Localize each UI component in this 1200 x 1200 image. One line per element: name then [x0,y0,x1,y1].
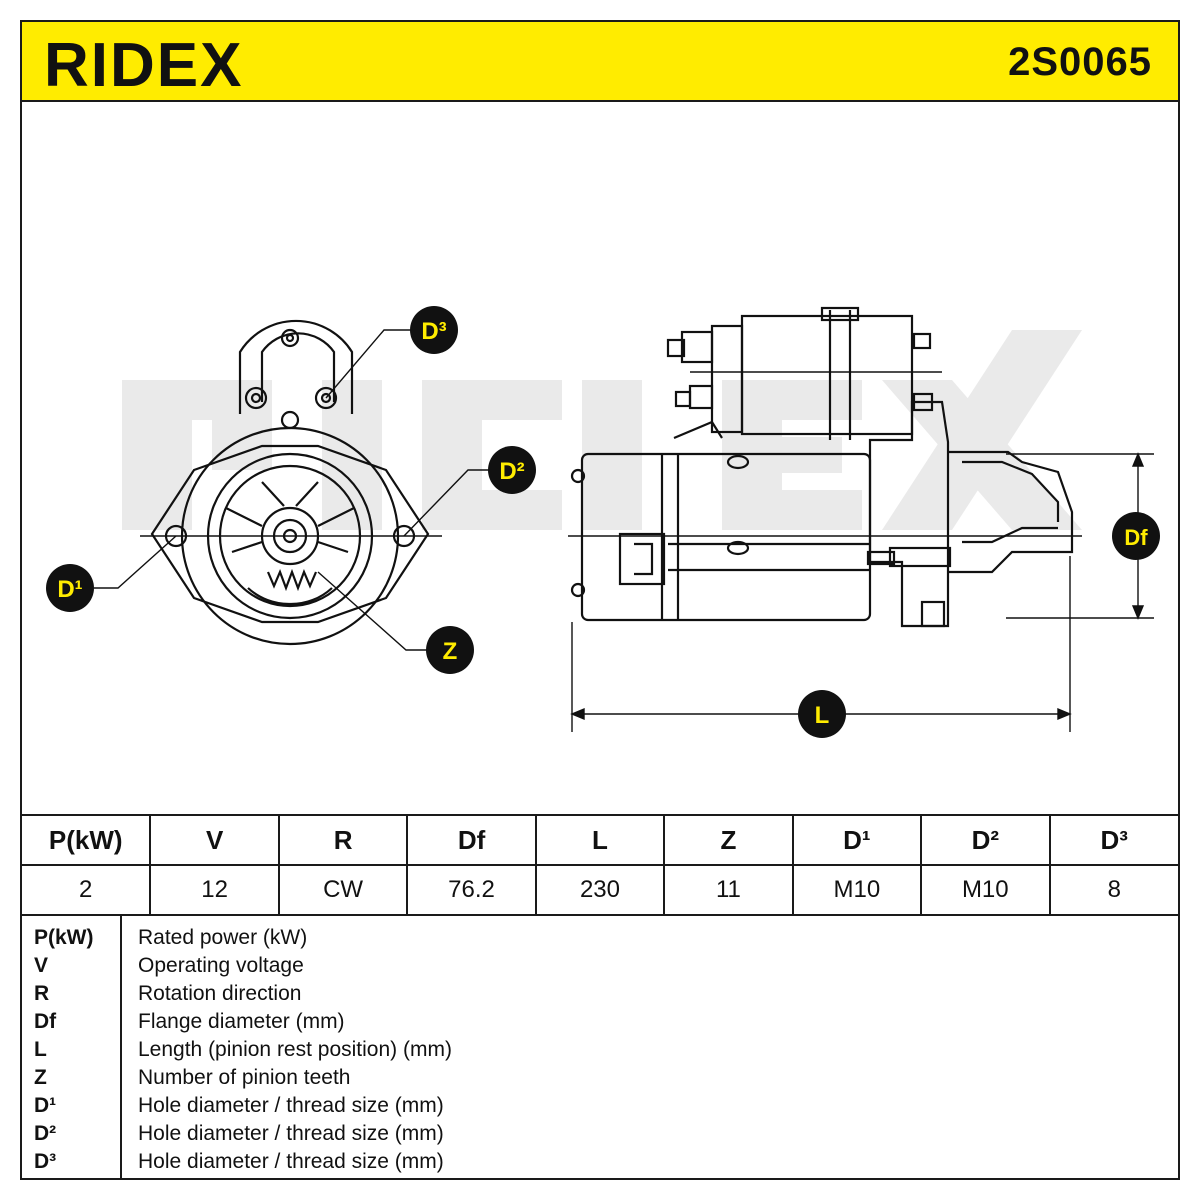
spec-header-cell: L [534,814,666,866]
legend-desc: Number of pinion teeth [138,1066,351,1089]
legend-key: Df [34,1010,57,1033]
spec-value-cell: 230 [534,864,666,916]
svg-text:L: L [815,702,830,729]
datasheet-frame: RIDEX 2S0065 [20,20,1180,1180]
leader-lines [94,329,492,651]
callout-df: Df [1112,512,1160,560]
spec-value-cell: CW [277,864,409,916]
legend-key: Z [34,1066,47,1089]
spec-table: P(kW) V R Df L Z D¹ D² D³ 2 12 CW 76.2 2… [22,814,1178,916]
svg-text:D²: D² [499,458,524,485]
legend-key: D² [34,1122,57,1145]
side-centerlines [568,371,1082,537]
svg-text:D¹: D¹ [57,576,82,603]
spec-header-cell: V [149,814,280,866]
brand-logo: RIDEX [42,28,312,101]
callout-d2: D² [488,446,536,494]
legend-item: V Operating voltage [22,952,1178,980]
spec-header-cell: Z [663,814,794,866]
legend: P(kW) Rated power (kW) V Operating volta… [22,914,1178,1180]
legend-desc: Length (pinion rest position) (mm) [138,1038,452,1061]
legend-item: D³ Hole diameter / thread size (mm) [22,1148,1178,1176]
svg-text:Df: Df [1124,525,1148,550]
callout-d3: D³ [410,306,458,354]
ridex-logo-icon: RIDEX [44,31,243,100]
legend-key: L [34,1038,47,1061]
callout-z: Z [426,626,474,674]
spec-value-cell: 2 [22,864,152,916]
spec-value-row: 2 12 CW 76.2 230 11 M10 M10 8 [22,864,1178,916]
legend-desc: Rated power (kW) [138,926,308,949]
header-bar: RIDEX 2S0065 [22,22,1178,102]
svg-text:Z: Z [443,638,458,665]
spec-value-cell: M10 [920,864,1051,916]
legend-item: L Length (pinion rest position) (mm) [22,1036,1178,1064]
spec-header-cell: D¹ [791,814,923,866]
callout-d1: D¹ [46,564,94,612]
starter-motor-drawing: D³ D² D¹ Z Df L [46,306,1160,738]
spec-value-cell: 12 [149,864,280,916]
spec-header-cell: D² [920,814,1051,866]
part-number: 2S0065 [1008,40,1152,84]
legend-key: R [34,982,50,1005]
front-view [150,319,430,646]
legend-item: Df Flange diameter (mm) [22,1008,1178,1036]
spec-header-row: P(kW) V R Df L Z D¹ D² D³ [22,814,1178,866]
spec-header-cell: P(kW) [22,814,152,866]
legend-key: P(kW) [34,926,94,949]
spec-header-cell: Df [406,814,537,866]
legend-item: D² Hole diameter / thread size (mm) [22,1120,1178,1148]
legend-desc: Hole diameter / thread size (mm) [138,1150,444,1173]
technical-drawing: D³ D² D¹ Z Df L [22,102,1178,814]
brand-logo-text: RIDEX [44,31,243,96]
callout-l: L [798,690,846,738]
spec-value-cell: M10 [791,864,923,916]
legend-desc: Operating voltage [138,954,304,977]
spec-value-cell: 8 [1048,864,1178,916]
legend-desc: Hole diameter / thread size (mm) [138,1122,444,1145]
legend-item: Z Number of pinion teeth [22,1064,1178,1092]
svg-text:D³: D³ [421,318,446,345]
legend-item: D¹ Hole diameter / thread size (mm) [22,1092,1178,1120]
legend-desc: Hole diameter / thread size (mm) [138,1094,444,1117]
legend-divider [120,916,122,1180]
legend-key: D¹ [34,1094,57,1117]
legend-desc: Rotation direction [138,982,302,1005]
legend-key: V [34,954,49,977]
spec-value-cell: 11 [663,864,794,916]
legend-item: R Rotation direction [22,980,1178,1008]
spec-header-cell: R [277,814,409,866]
spec-header-cell: D³ [1048,814,1178,866]
side-view [570,306,1074,628]
legend-desc: Flange diameter (mm) [138,1010,345,1033]
legend-key: D³ [34,1150,57,1173]
spec-value-cell: 76.2 [406,864,537,916]
legend-item: P(kW) Rated power (kW) [22,924,1178,952]
